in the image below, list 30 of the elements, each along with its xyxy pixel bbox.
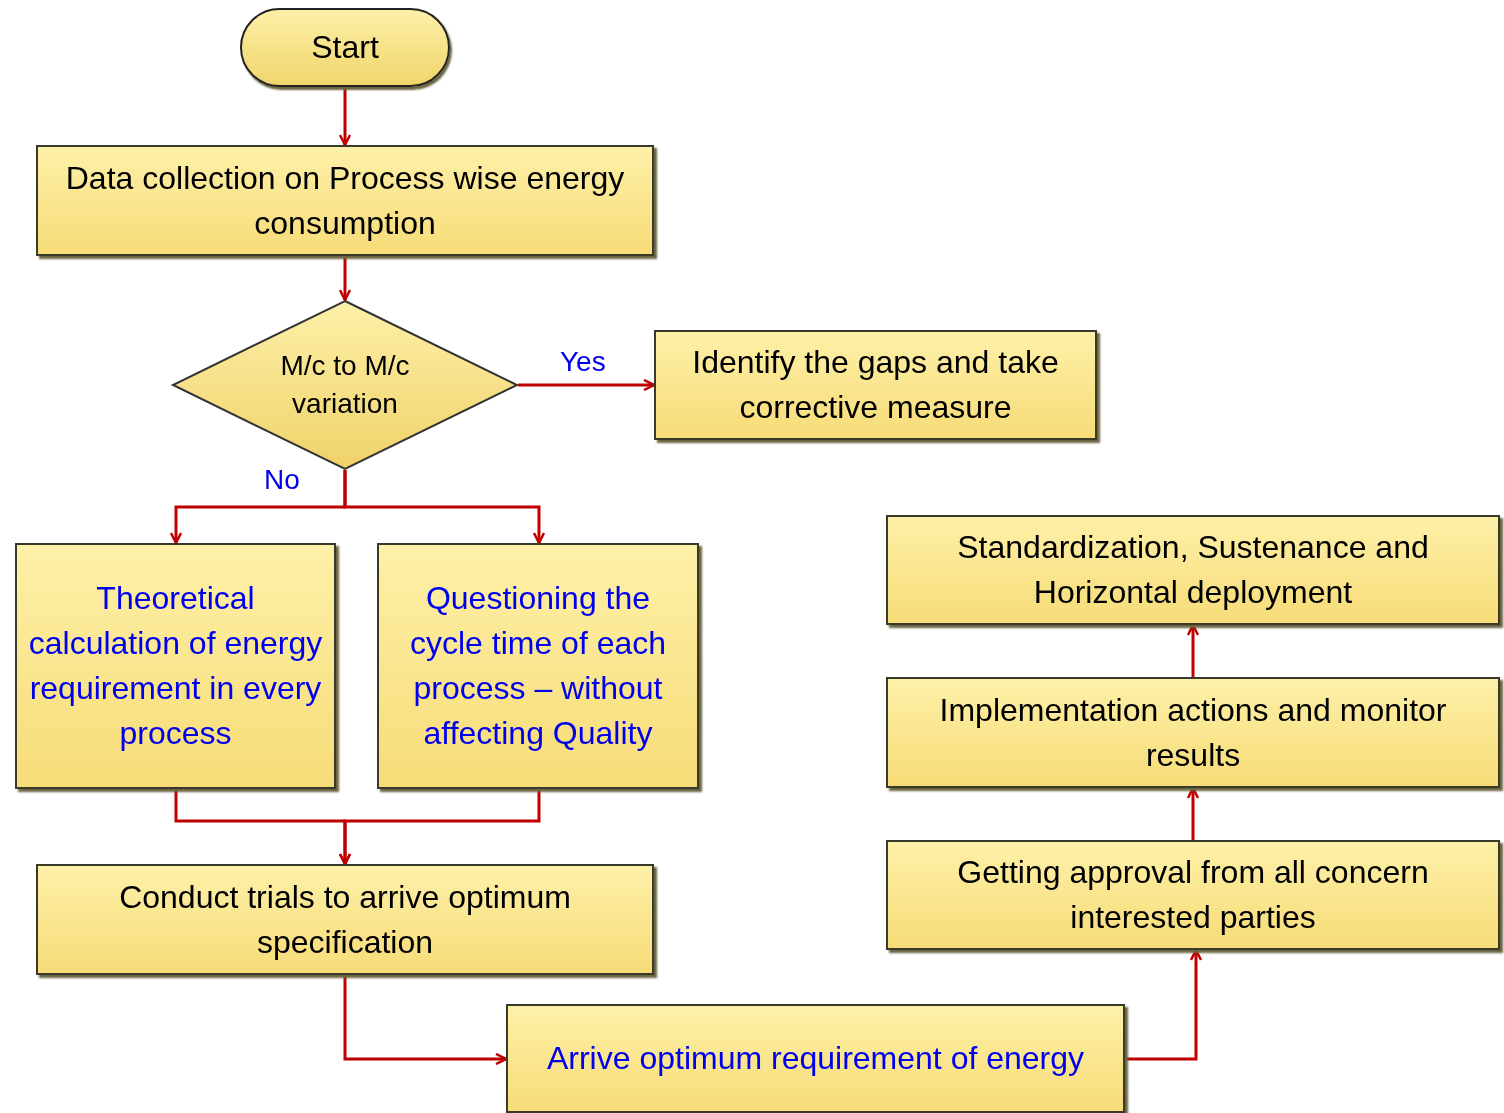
arrow: [1186, 786, 1200, 840]
node-text: Getting approval from all concern interested parties: [956, 853, 1430, 937]
arrow: [338, 789, 541, 866]
process-box: [15, 543, 336, 789]
node-text: Arrive optimum requirement of energy: [546, 1039, 1085, 1078]
process-box: [886, 515, 1500, 625]
process-box: [886, 677, 1500, 788]
node-text: Implementation actions and monitor results: [938, 690, 1448, 775]
node-text: Standardization, Sustenance and Horizontal deployment: [956, 528, 1430, 612]
arrow: [338, 87, 352, 147]
process-box: [886, 840, 1500, 950]
process-box: [506, 1004, 1125, 1113]
arrow: [338, 256, 352, 302]
node-text: Data collection on Process wise energy consumption: [64, 158, 626, 243]
node-text: M/c to M/c variation: [279, 349, 411, 421]
arrow: [343, 470, 546, 545]
start-terminal: [240, 8, 450, 87]
process-box: [36, 864, 654, 975]
node-text: Start: [311, 28, 379, 67]
arrow: [518, 378, 656, 392]
node-text: Identify the gaps and take corrective measure: [691, 343, 1060, 427]
node-text: Theoretical calculation of energy requirement in every process: [27, 579, 324, 753]
process-box: [654, 330, 1097, 440]
arrow: [1186, 623, 1200, 677]
process-box: [377, 543, 699, 789]
node-text: Conduct trials to arrive optimum specification: [118, 877, 572, 962]
node-text: Questioning the cycle time of each process – without affecting Quality: [408, 579, 668, 753]
process-box: [36, 145, 654, 256]
arrow: [1125, 948, 1203, 1061]
arrow: [343, 975, 508, 1066]
